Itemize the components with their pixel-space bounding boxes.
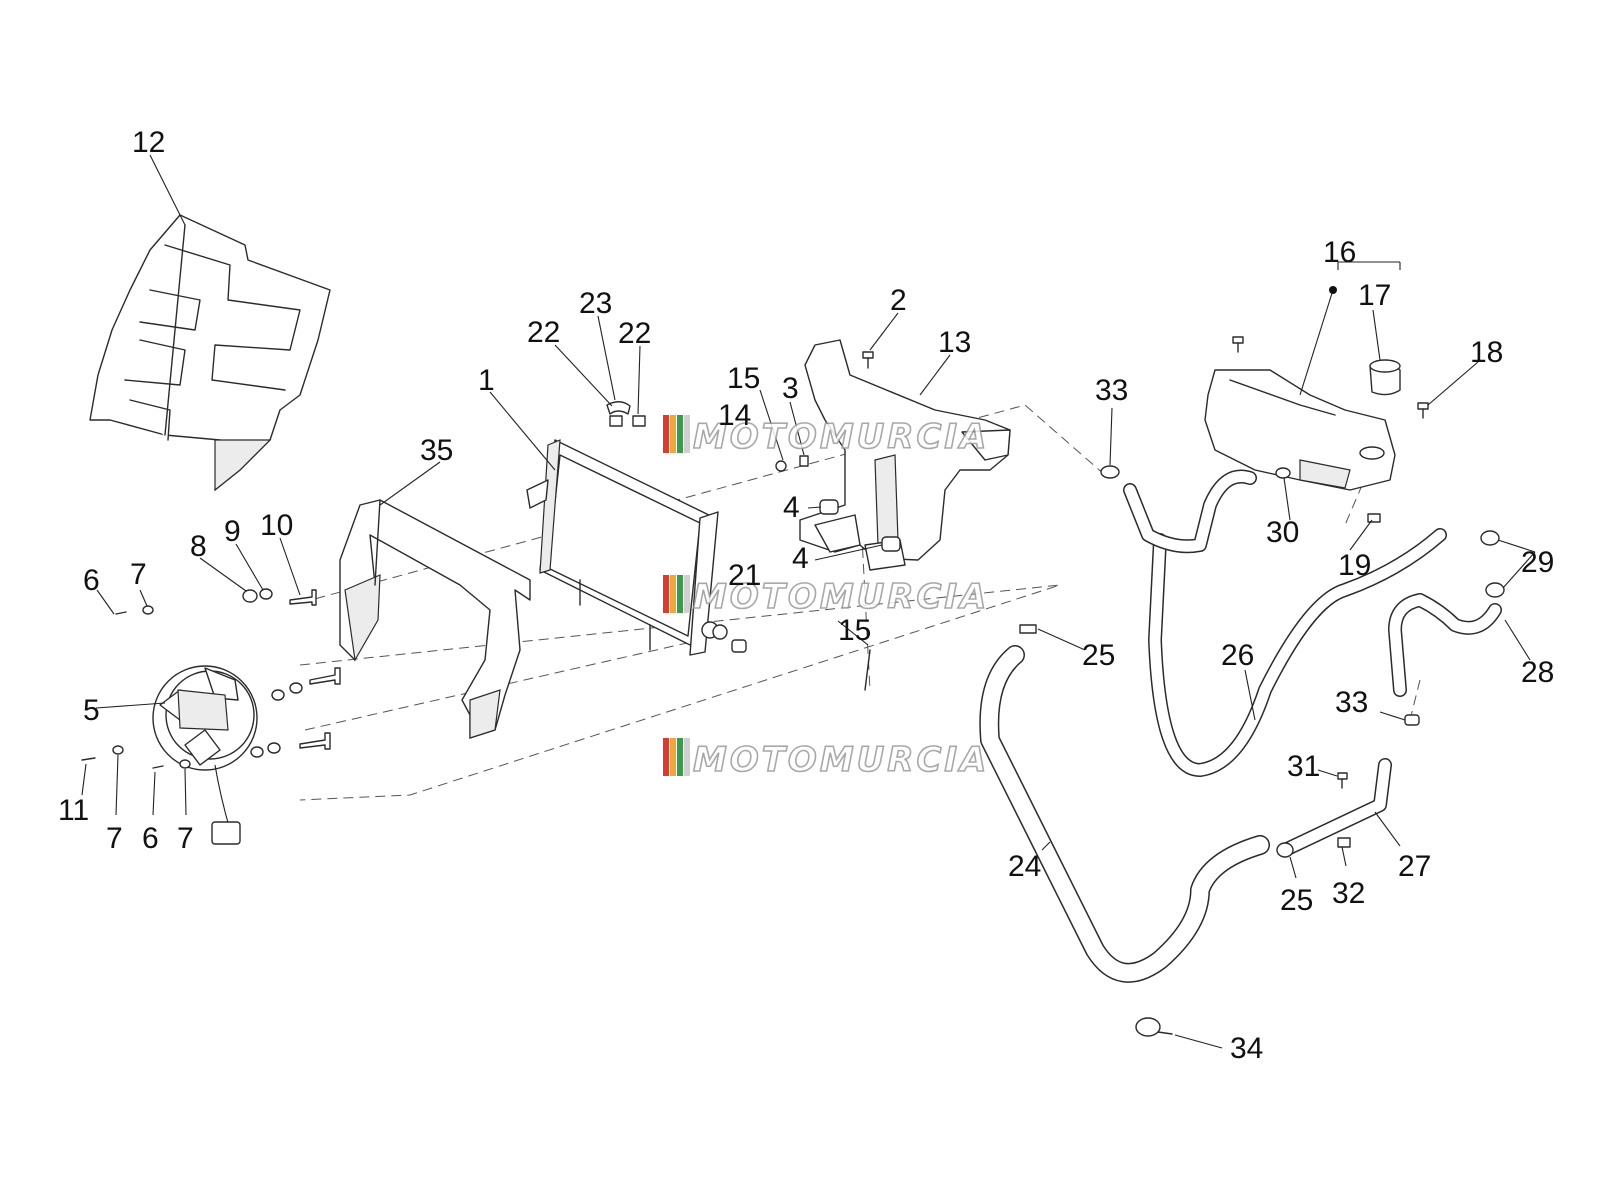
callout-21: 21 bbox=[728, 559, 761, 592]
callout-10: 10 bbox=[260, 509, 293, 542]
callout-6-top: 6 bbox=[83, 564, 100, 597]
part-27-pipe bbox=[1278, 758, 1392, 857]
callout-19: 19 bbox=[1338, 549, 1371, 582]
watermark-middle: MOTOMURCIA bbox=[663, 575, 989, 618]
callout-13: 13 bbox=[938, 326, 971, 359]
callout-15-bottom: 15 bbox=[838, 614, 871, 647]
callout-31: 31 bbox=[1287, 750, 1320, 783]
part-tank-outlet-hose bbox=[1123, 469, 1257, 554]
watermark-stripe-orange bbox=[670, 575, 676, 613]
callout-22-right: 22 bbox=[618, 317, 651, 350]
part-16-expansion-tank bbox=[1204, 369, 1396, 491]
callout-4-upper: 4 bbox=[783, 491, 800, 524]
part-12-air-shroud bbox=[89, 214, 331, 492]
watermark-stripe-orange bbox=[670, 415, 676, 453]
callout-23: 23 bbox=[579, 287, 612, 320]
watermark-stripe-green bbox=[677, 738, 683, 776]
watermark-stripe-green bbox=[677, 415, 683, 453]
part-24-hose bbox=[979, 645, 1270, 983]
watermark-stripe-grey bbox=[684, 415, 690, 453]
watermark-stripe-grey bbox=[684, 575, 690, 613]
callout-30: 30 bbox=[1266, 516, 1299, 549]
watermark-bottom: MOTOMURCIA bbox=[663, 738, 989, 781]
callout-2: 2 bbox=[890, 284, 907, 317]
callout-5: 5 bbox=[83, 694, 100, 727]
watermark-stripe-green bbox=[677, 575, 683, 613]
watermark-text: MOTOMURCIA bbox=[693, 740, 989, 780]
callout-4-lower: 4 bbox=[792, 542, 809, 575]
callout-15-top: 15 bbox=[727, 362, 760, 395]
watermark-stripe-red bbox=[663, 415, 669, 453]
callout-35: 35 bbox=[420, 434, 453, 467]
callout-14: 14 bbox=[718, 399, 751, 432]
part-17-tank-cap bbox=[1369, 359, 1401, 396]
callout-34: 34 bbox=[1230, 1032, 1263, 1065]
callout-25-bottom: 25 bbox=[1280, 884, 1313, 917]
watermark-text: MOTOMURCIA bbox=[693, 577, 989, 617]
assembly-guide-lines bbox=[299, 404, 1421, 801]
leader-lines bbox=[81, 154, 1536, 1049]
callout-25-top: 25 bbox=[1082, 639, 1115, 672]
watermark-stripe-grey bbox=[684, 738, 690, 776]
callout-26: 26 bbox=[1221, 639, 1254, 672]
callout-22-left: 22 bbox=[527, 316, 560, 349]
callout-32: 32 bbox=[1332, 877, 1365, 910]
callout-8: 8 bbox=[190, 530, 207, 563]
part-1-radiator bbox=[526, 439, 719, 656]
callout-7-top: 7 bbox=[130, 558, 147, 591]
callout-1: 1 bbox=[478, 364, 495, 397]
callout-18: 18 bbox=[1470, 336, 1503, 369]
callout-29: 29 bbox=[1521, 546, 1554, 579]
callout-27: 27 bbox=[1398, 850, 1431, 883]
callout-3: 3 bbox=[782, 372, 799, 405]
callout-24: 24 bbox=[1008, 850, 1041, 883]
callout-16: 16 bbox=[1323, 236, 1356, 269]
callout-7-bottom-right: 7 bbox=[177, 822, 194, 855]
watermark-stripe-orange bbox=[670, 738, 676, 776]
watermark-top: MOTOMURCIA bbox=[663, 415, 989, 458]
watermark-text: MOTOMURCIA bbox=[693, 417, 989, 457]
callout-17: 17 bbox=[1358, 279, 1391, 312]
watermark-stripe-red bbox=[663, 738, 669, 776]
part-5-cooling-fan bbox=[152, 665, 258, 845]
callout-33-bottom: 33 bbox=[1335, 686, 1368, 719]
part-28-hose bbox=[1388, 593, 1502, 697]
small-hardware bbox=[81, 336, 1505, 1037]
callout-9: 9 bbox=[224, 515, 241, 548]
callout-33-top: 33 bbox=[1095, 374, 1128, 407]
callout-11: 11 bbox=[58, 794, 89, 827]
callout-7-bottom-left: 7 bbox=[106, 822, 123, 855]
part-26-hose bbox=[1148, 528, 1447, 777]
part-35-radiator-cover bbox=[339, 499, 531, 739]
watermark-stripe-red bbox=[663, 575, 669, 613]
callout-28: 28 bbox=[1521, 656, 1554, 689]
callout-6-bottom: 6 bbox=[142, 822, 159, 855]
callout-labels: 12 1 22 23 22 15 14 3 2 13 4 4 21 15 35 … bbox=[58, 126, 1554, 1065]
callout-12: 12 bbox=[132, 126, 165, 159]
